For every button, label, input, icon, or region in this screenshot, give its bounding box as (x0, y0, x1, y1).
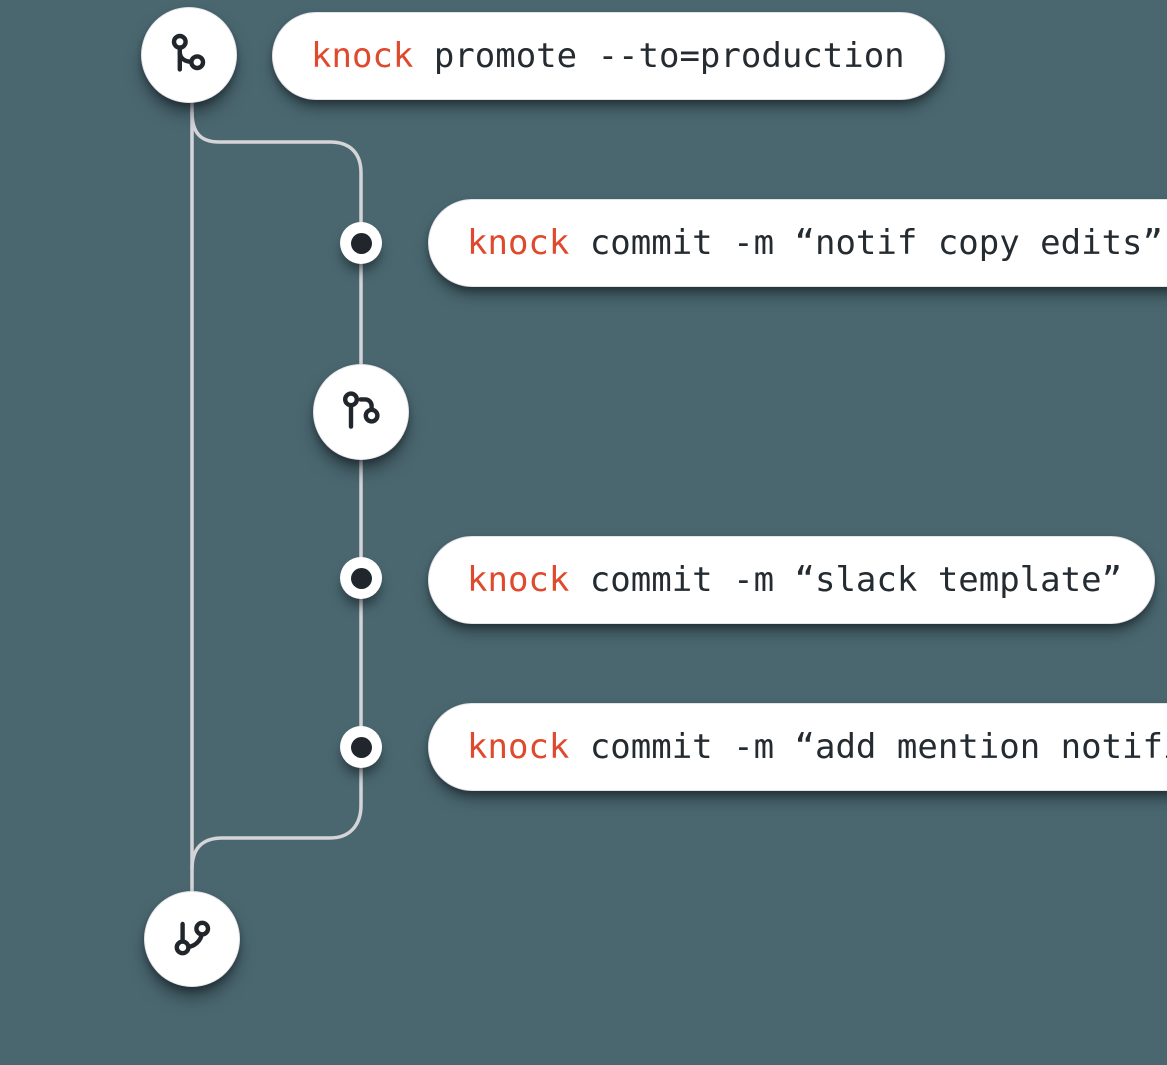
command-args: promote --to=production (413, 36, 905, 76)
command-name: knock (467, 223, 570, 263)
commit-dot (340, 726, 382, 768)
commit-dot (340, 557, 382, 599)
command-args: commit -m “slack template” (569, 560, 1123, 600)
git-branch-alt-icon (342, 391, 380, 429)
command-pill-promote: knock promote --to=production (272, 12, 945, 100)
command-pill-commit-2: knock commit -m “slack template” (428, 536, 1155, 624)
branch-start-node (141, 7, 237, 103)
git-merge-icon (174, 920, 211, 956)
command-name: knock (467, 560, 570, 600)
git-branch-icon (171, 33, 206, 72)
command-pill-commit-1: knock commit -m “notif copy edits” (428, 199, 1167, 287)
command-name: knock (467, 727, 570, 767)
command-name: knock (311, 36, 414, 76)
merge-node (144, 891, 240, 987)
command-args: commit -m “add mention notifi (569, 727, 1167, 767)
commit-dot (340, 222, 382, 264)
command-args: commit -m “notif copy edits” (569, 223, 1163, 263)
branch-node (313, 364, 409, 460)
command-pill-commit-3: knock commit -m “add mention notifi (428, 703, 1167, 791)
feature-branch-line (190, 111, 363, 870)
